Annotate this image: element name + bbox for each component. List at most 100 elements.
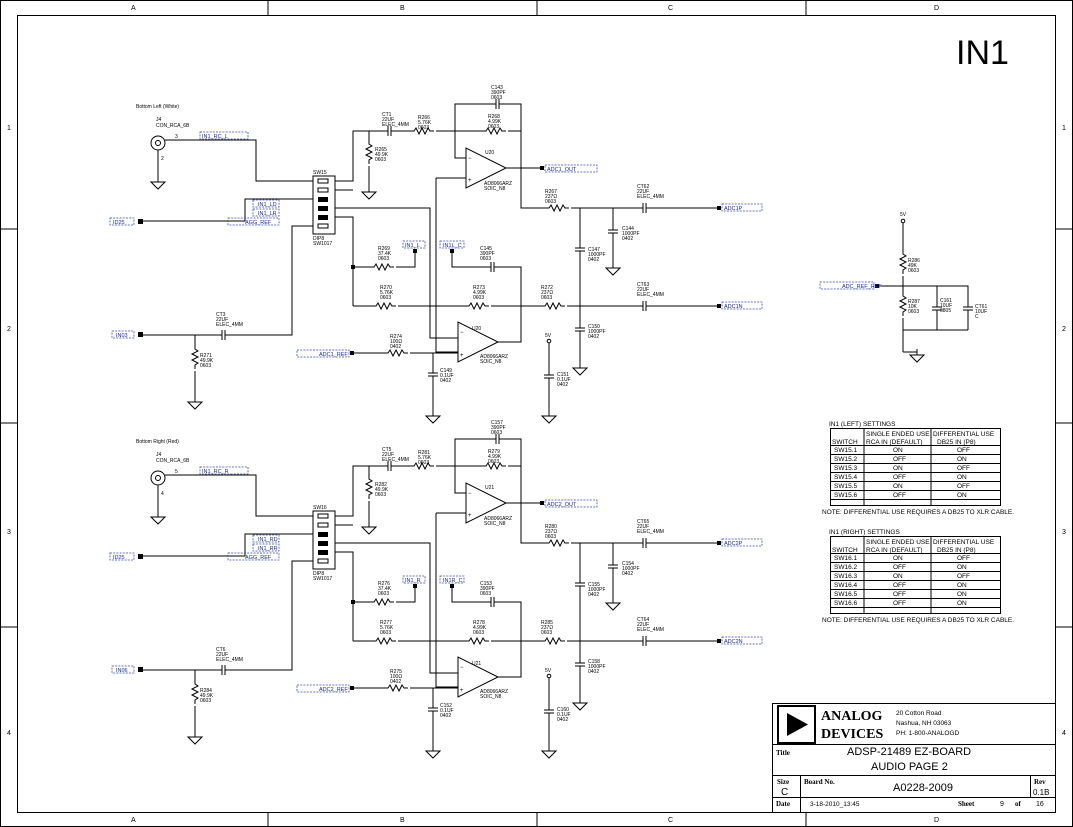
left-table-h2: DIFFERENTIAL USE — [933, 431, 995, 438]
left-net-mid: IN1L_C — [443, 243, 462, 249]
right-table-note: NOTE: DIFFERENTIAL USE REQUIRES A DB25 T… — [822, 617, 1014, 624]
svg-text:−: − — [460, 330, 464, 336]
grid-row-4-left: 4 — [7, 730, 11, 737]
right-ct65-value: 22UF — [637, 524, 649, 530]
company-logo — [777, 705, 816, 744]
right-net-ref-in: ADC2_REF — [319, 687, 348, 693]
left-r267-value: 237Ω — [545, 194, 557, 200]
left-c149-pkg: 0402 — [440, 378, 451, 384]
rev-label: Rev — [1034, 778, 1046, 786]
right-r278-pkg: 0603 — [473, 630, 484, 636]
right-r284-pkg: 0603 — [200, 698, 211, 704]
left-ct1-pkg: ELEC_4MM — [382, 122, 409, 128]
left-ct63-value: 22UF — [637, 287, 649, 293]
left-c149-value: 0.1UF — [440, 373, 454, 379]
ref-c161-pkg: 0805 — [940, 308, 951, 314]
grid-row-2-right: 2 — [1062, 326, 1066, 333]
right-c160-ref: C160 — [557, 707, 569, 713]
right-r275-value: 100Ω — [390, 674, 402, 680]
right-ct64-ref: CT64 — [637, 617, 649, 623]
ref-supply-label: 5V — [900, 212, 907, 218]
right-net-out-n: ADC2N — [724, 639, 743, 645]
left-c145-pkg: 0603 — [480, 256, 491, 262]
ref-c161-value: 10UF — [940, 303, 952, 309]
left-r270-value: 5.76K — [380, 290, 394, 296]
svg-text:+: + — [468, 178, 472, 184]
left-channel: Bottom Left (White) J4 CON_RCA_6B 3 2 IN… — [109, 85, 763, 424]
right-r280-pkg: 0603 — [545, 534, 556, 540]
ref-ct61-value: 10UF — [975, 309, 987, 315]
left-ct62-pkg: ELEC_4MM — [637, 194, 664, 200]
right-r285-pkg: 0603 — [541, 630, 552, 636]
right-c152-ref: C152 — [440, 703, 452, 709]
right-net-hot: IN1_RD — [258, 537, 278, 543]
ref-ct61-pkg: C — [975, 314, 979, 320]
right-table-cell: OFF — [957, 573, 970, 580]
left-table-cell: SW15.2 — [834, 456, 858, 463]
right-net-cold: IN1_RR — [258, 546, 278, 552]
right-ct65-ref: CT65 — [637, 519, 649, 525]
left-table-cell: SW15.6 — [834, 492, 858, 499]
left-r267-ref: R267 — [545, 189, 557, 195]
left-switch-ref: SW15 — [313, 170, 327, 176]
left-ct3-ref: CT3 — [216, 312, 226, 318]
left-table-cell: ON — [957, 456, 967, 463]
right-r276-ref: R276 — [378, 581, 390, 587]
left-c150-pkg: 0402 — [588, 334, 599, 340]
left-ct1-value: 22UF — [382, 117, 394, 123]
left-table-cell: ON — [893, 465, 903, 472]
left-net-ref-in: ADC1_REF — [319, 352, 348, 358]
left-c147-value: 1000PF — [588, 252, 606, 258]
left-opamp-u20b — [457, 321, 500, 363]
left-switch-body — [312, 175, 336, 235]
right-u21a-ref: U21 — [485, 485, 494, 491]
left-net-hot: IN1_LD — [258, 202, 277, 208]
right-c160-pkg: 0402 — [557, 717, 568, 723]
date-label: Date — [776, 800, 790, 808]
board-value: A0228-2009 — [893, 782, 953, 794]
left-c145-value: 390PF — [480, 251, 495, 257]
left-table-cell: SW15.5 — [834, 483, 858, 490]
right-jack-net: IN1_RC_R — [202, 469, 229, 475]
left-ct62-value: 22UF — [637, 189, 649, 195]
right-c158-ref: C158 — [588, 659, 600, 665]
left-table-cell: ON — [893, 483, 903, 490]
right-c152-pkg: 0402 — [440, 713, 451, 719]
right-caption: Bottom Right (Red) — [136, 439, 179, 445]
right-r282-pkg: 0603 — [375, 492, 386, 498]
right-net-out-p: ADC2P — [724, 541, 743, 547]
ref-net: ADC_REF_REF — [842, 284, 882, 290]
grid-row-3-right: 3 — [1062, 529, 1066, 536]
left-c147-pkg: 0402 — [588, 257, 599, 263]
left-c144-ref: C144 — [622, 226, 634, 232]
left-net-db25: ID25 — [113, 220, 125, 226]
left-c145-ref: C145 — [480, 246, 492, 252]
left-r270-pkg: 0603 — [380, 295, 391, 301]
right-switch-part: DIP8 — [313, 571, 324, 577]
right-r275-ref: R275 — [390, 669, 402, 675]
right-r280-ref: R280 — [545, 524, 557, 530]
left-table-cell: OFF — [893, 474, 906, 481]
left-r272-pkg: 0603 — [541, 295, 552, 301]
right-ct64-value: 22UF — [637, 622, 649, 628]
right-c160-value: 0.1UF — [557, 712, 571, 718]
right-ct5-value: 22UF — [382, 452, 394, 458]
left-caption: Bottom Left (White) — [136, 104, 179, 110]
left-table-note: NOTE: DIFFERENTIAL USE REQUIRES A DB25 T… — [822, 509, 1014, 516]
right-r282-ref: R282 — [375, 482, 387, 488]
right-r279-ref: R279 — [488, 449, 500, 455]
left-opamp-u20a — [465, 147, 508, 189]
right-jack-ref: J4 — [156, 452, 162, 458]
left-table-h5: DB25 IN (P8) — [937, 439, 976, 446]
left-table-cell: OFF — [957, 483, 970, 490]
right-table-cell: ON — [957, 582, 967, 589]
right-net-ref: AGG_REF — [245, 555, 272, 561]
left-r268-value: 4.99K — [488, 119, 502, 125]
right-table-h1: SINGLE ENDED USE — [866, 539, 930, 546]
left-table-cell: SW15.3 — [834, 465, 858, 472]
left-jack-pin-a: 3 — [175, 134, 178, 140]
left-r268-ref: R268 — [488, 114, 500, 120]
grid-col-b-bottom: B — [400, 817, 405, 824]
grid-row-3-left: 3 — [7, 529, 11, 536]
right-r281-value: 5.76K — [418, 455, 432, 461]
